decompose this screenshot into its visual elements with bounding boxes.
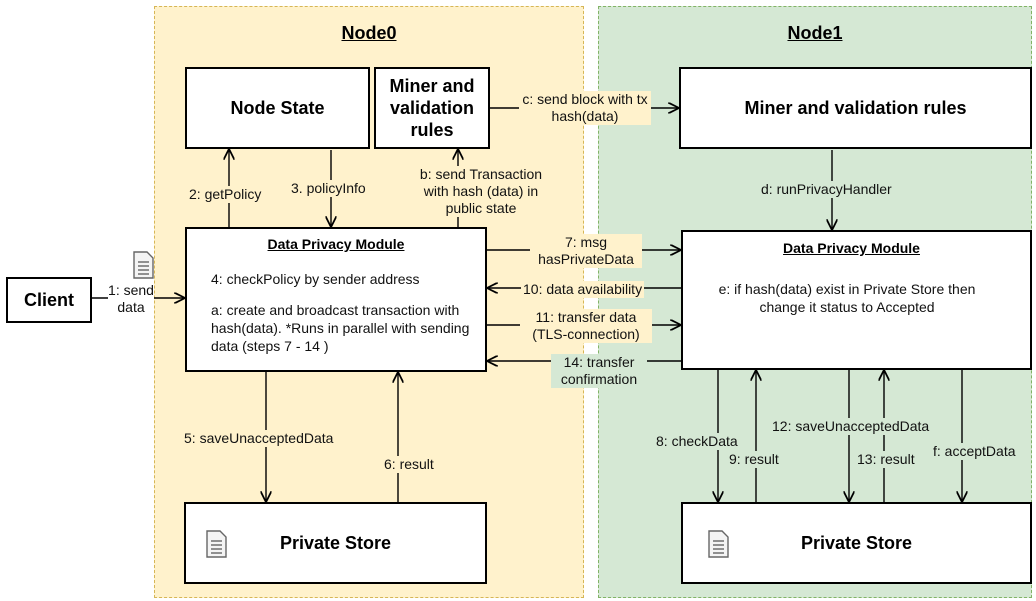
dpm-node1-stepe: e: if hash(data) exist in Private Store … <box>718 281 976 315</box>
label-result-13: 13: result <box>855 451 917 468</box>
miner-node1-box[interactable]: Miner and validation rules <box>679 67 1032 149</box>
label-result-9: 9: result <box>727 451 781 468</box>
label-check-data: 8: checkData <box>654 433 740 450</box>
label-save-unaccepted-node1: 12: saveUnacceptedData <box>770 418 932 435</box>
label-msg-has-private-data: 7: msg hasPrivateData <box>530 234 642 268</box>
dpm-node1-box[interactable]: Data Privacy Module e: if hash(data) exi… <box>681 230 1032 370</box>
label-transfer-confirmation: 14: transfer confirmation <box>551 354 647 388</box>
dpm-node0-stepa: a: create and broadcast transaction with… <box>211 302 470 354</box>
label-data-availability: 10: data availability <box>521 281 645 298</box>
private-store-node1-label: Private Store <box>800 533 913 553</box>
private-store-node0-label: Private Store <box>279 533 392 553</box>
dpm-node0-title: Data Privacy Module <box>267 236 405 252</box>
label-send-block: c: send block with tx hash(data) <box>519 91 651 125</box>
client-box[interactable]: Client <box>6 277 92 323</box>
node1-title: Node1 <box>787 23 843 43</box>
document-icon <box>708 530 729 558</box>
document-icon <box>206 530 227 558</box>
label-policy-info: 3. policyInfo <box>289 180 368 197</box>
node0-title: Node0 <box>341 23 397 43</box>
dpm-node0-step4: 4: checkPolicy by sender address <box>211 271 420 287</box>
private-store-node1-box[interactable]: Private Store <box>681 502 1032 584</box>
label-send-data: 1: send data <box>108 282 154 316</box>
label-accept-data: f: acceptData <box>931 443 1018 460</box>
label-run-privacy-handler: d: runPrivacyHandler <box>759 181 894 198</box>
node-state-label: Node State <box>230 98 325 118</box>
label-get-policy: 2: getPolicy <box>187 186 264 203</box>
private-store-node0-box[interactable]: Private Store <box>184 502 487 584</box>
miner-node0-box[interactable]: Miner and validation rules <box>374 67 490 149</box>
miner-node0-label: Miner and validation rules <box>389 76 475 140</box>
dpm-node0-box[interactable]: Data Privacy Module 4: checkPolicy by se… <box>185 227 487 372</box>
dpm-node1-title: Data Privacy Module <box>783 240 920 256</box>
node-state-box[interactable]: Node State <box>185 67 370 149</box>
label-result-node0: 6: result <box>382 456 436 473</box>
client-label: Client <box>23 290 74 310</box>
document-icon <box>133 251 154 279</box>
label-send-transaction: b: send Transaction with hash (data) in … <box>405 166 557 217</box>
label-transfer-data: 11: transfer data (TLS-connection) <box>520 309 652 343</box>
label-save-unaccepted-node0: 5: saveUnacceptedData <box>182 430 336 447</box>
miner-node1-label: Miner and validation rules <box>744 98 967 118</box>
